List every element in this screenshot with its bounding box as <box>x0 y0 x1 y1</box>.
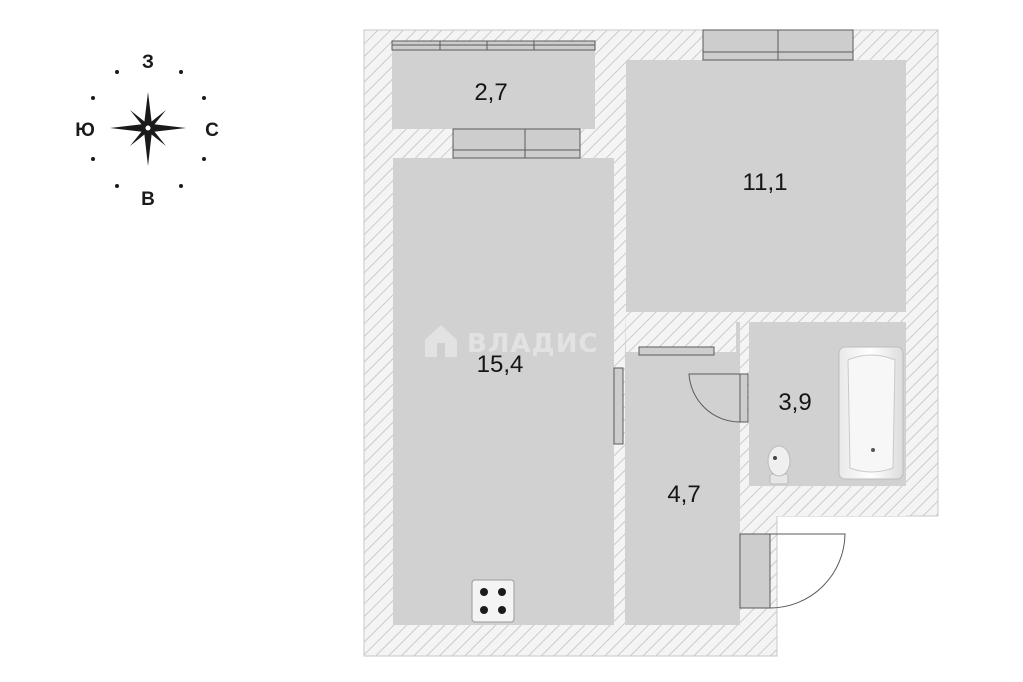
toilet-icon <box>767 445 791 485</box>
room-balcony <box>392 47 595 129</box>
door-kitchen <box>613 367 624 445</box>
compass-dots <box>91 70 206 188</box>
compass-west-label: Ю <box>75 120 95 141</box>
partition-wall <box>626 312 736 352</box>
label-bedroom: 11,1 <box>743 169 788 196</box>
watermark: ВЛАДИС <box>425 325 599 359</box>
compass-north-label: З <box>142 52 154 73</box>
label-bathroom: 3,9 <box>778 389 811 416</box>
stove-icon <box>471 579 515 623</box>
house-logo-icon <box>425 325 457 357</box>
label-balcony: 2,7 <box>474 79 507 106</box>
compass-east-label: С <box>205 120 219 141</box>
label-kitchen-living: 15,4 <box>477 351 524 378</box>
window-bedroom <box>702 29 854 61</box>
door-entrance <box>739 533 846 609</box>
hallway-top-fill <box>625 352 740 625</box>
window-kitchen <box>452 128 581 159</box>
compass: З В Ю С <box>75 52 219 210</box>
watermark-text: ВЛАДИС <box>467 329 599 359</box>
label-hallway: 4,7 <box>667 481 700 508</box>
compass-south-label: В <box>141 189 155 210</box>
door-bathroom <box>688 373 749 423</box>
room-kitchen-living <box>393 158 614 625</box>
room-bedroom <box>626 60 906 312</box>
partition-wall-4 <box>740 486 906 516</box>
compass-rose-icon <box>110 92 186 166</box>
partition-wall-2 <box>736 312 906 322</box>
door-bedroom <box>638 346 715 356</box>
window-balcony <box>391 40 596 51</box>
bathtub-icon <box>838 346 904 480</box>
